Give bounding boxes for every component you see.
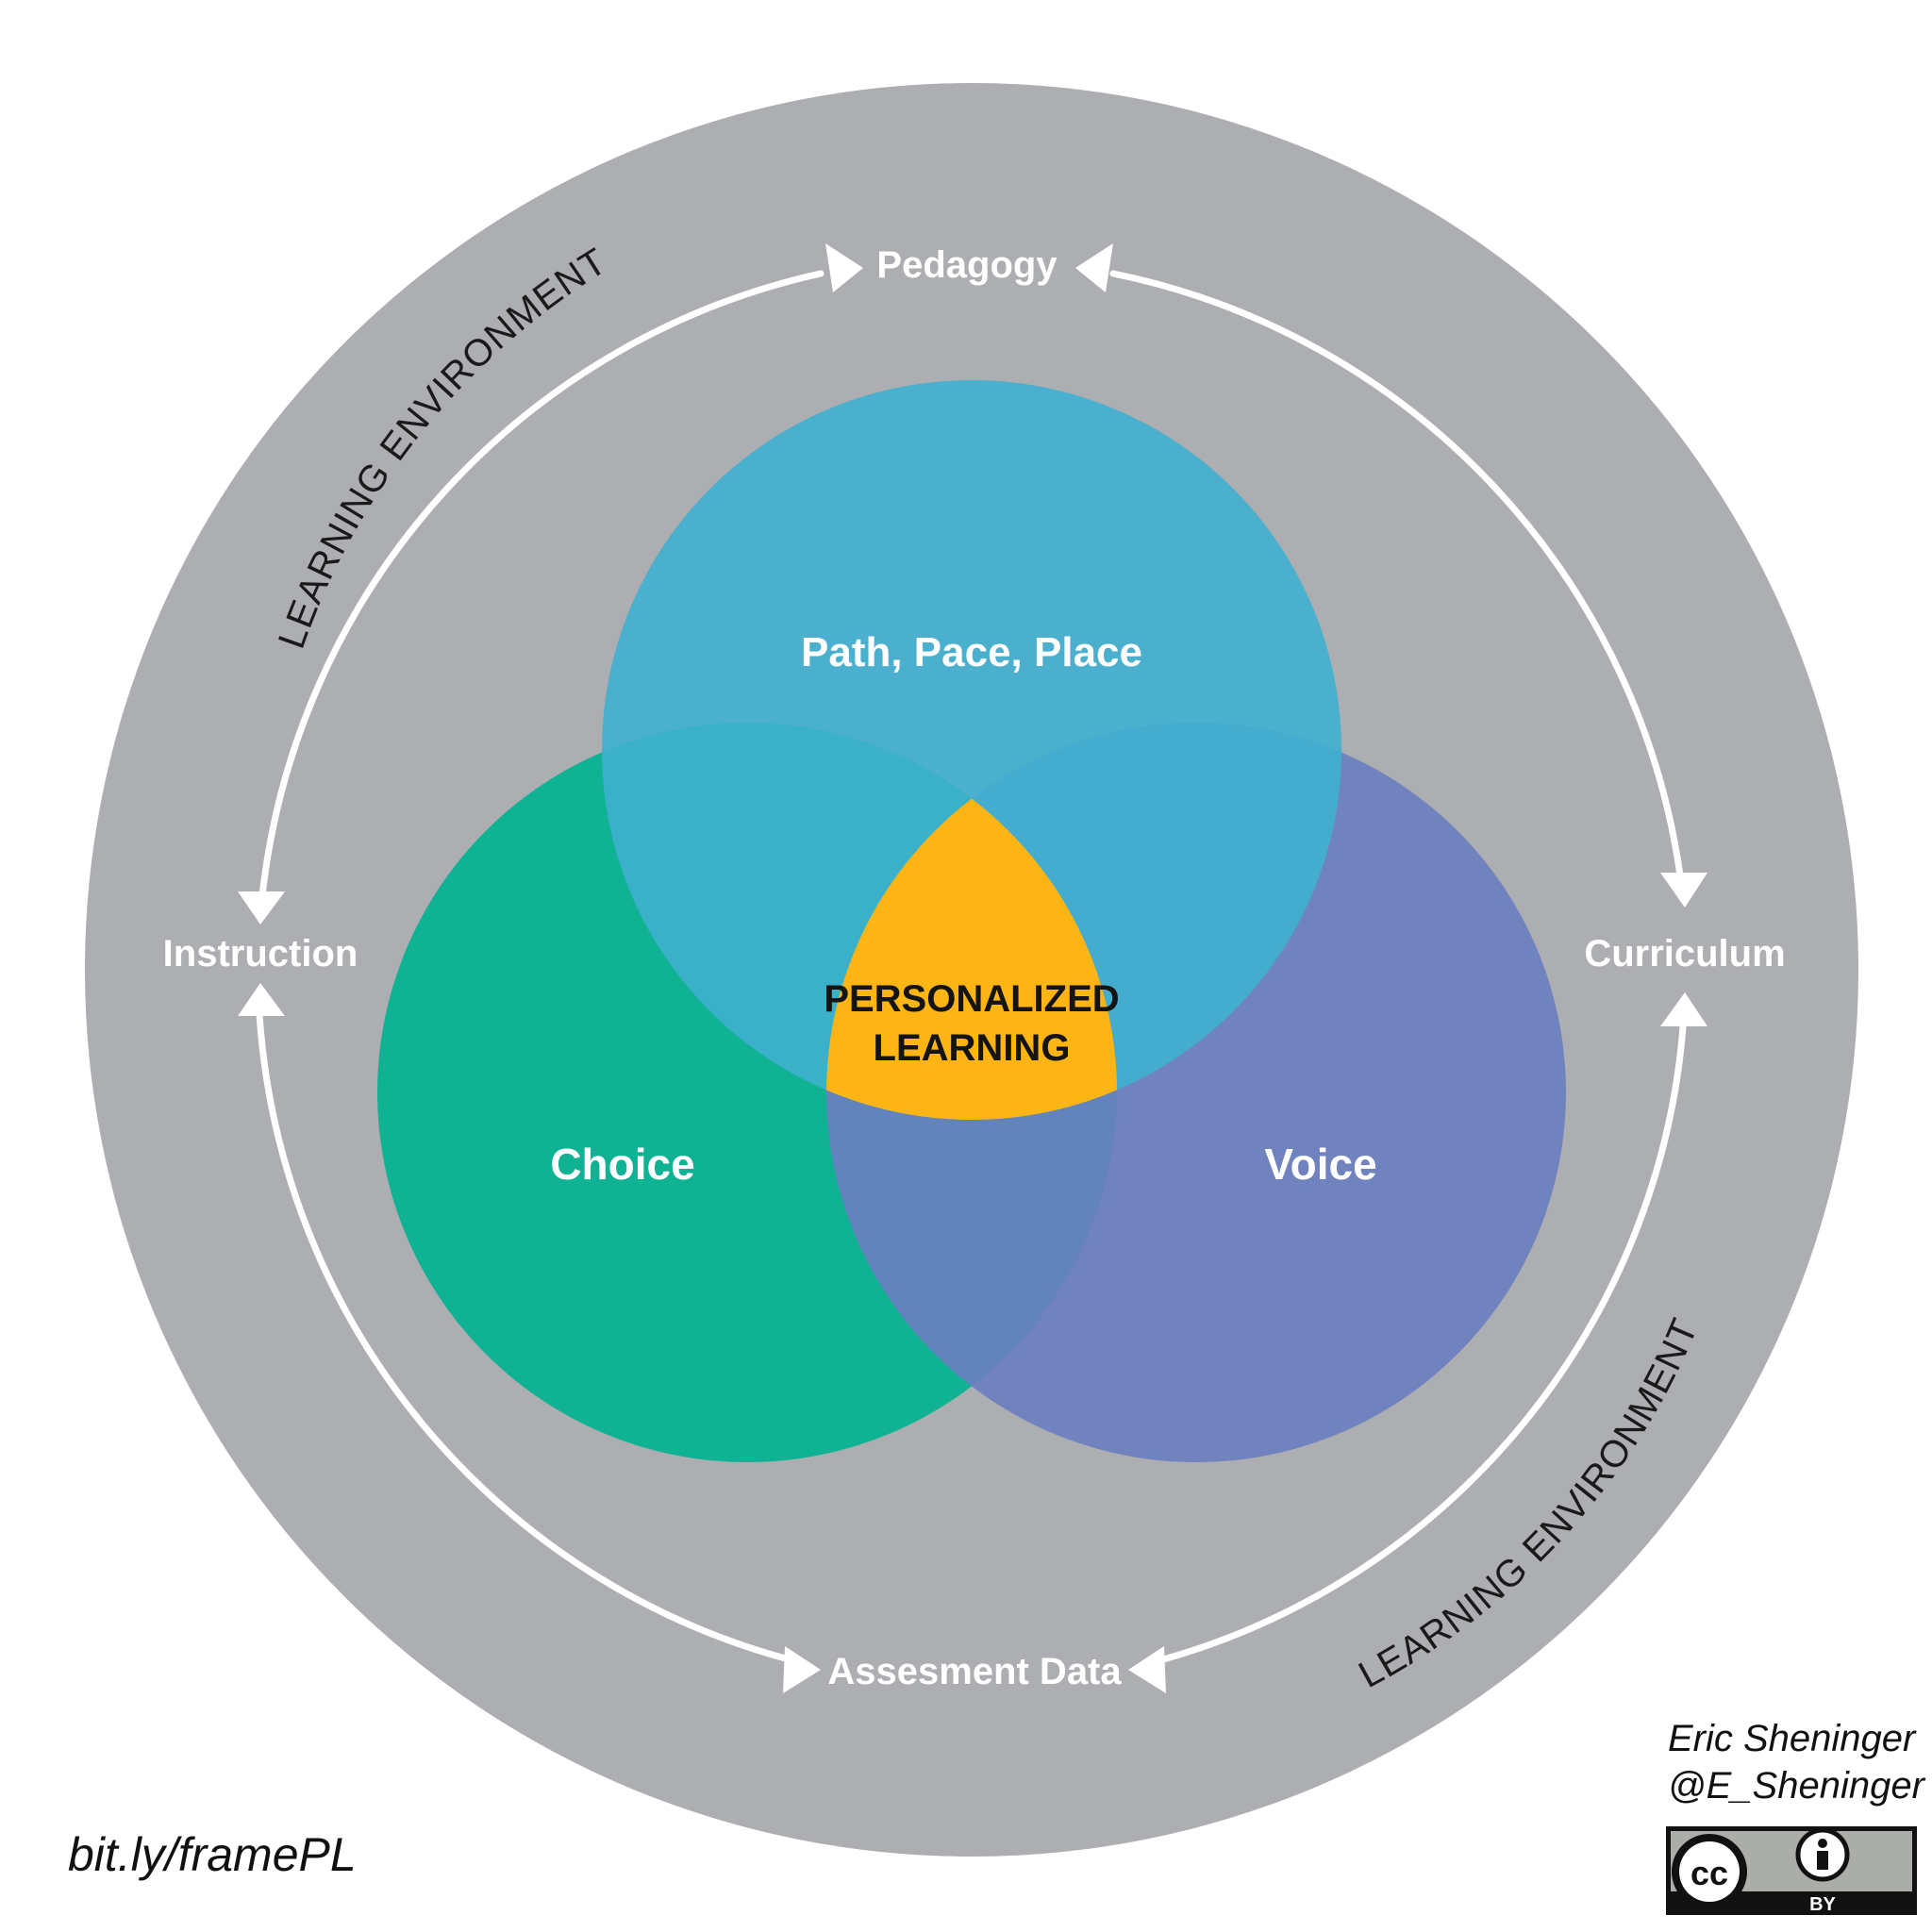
venn-center-personalized-learning bbox=[826, 723, 1117, 1120]
arrowhead-to-assessment-left bbox=[783, 1646, 821, 1693]
arrow-curriculum-assessment bbox=[1157, 1010, 1688, 1664]
author-name: Eric Sheninger bbox=[1668, 1718, 1917, 1759]
label-voice: Voice bbox=[1264, 1140, 1376, 1189]
license-by-label: BY bbox=[1809, 1894, 1836, 1915]
node-instruction: Instruction bbox=[163, 933, 358, 974]
venn-circles bbox=[377, 380, 1566, 1462]
arrow-pedagogy-instruction bbox=[258, 270, 824, 900]
node-pedagogy: Pedagogy bbox=[876, 244, 1058, 286]
license-badge: cc BY bbox=[1666, 1826, 1917, 1915]
center-label-line-2: LEARNING bbox=[874, 1027, 1071, 1069]
arrow-heads bbox=[238, 243, 1707, 1693]
arrowhead-to-pedagogy-right bbox=[1075, 243, 1113, 292]
arrow-pedagogy-curriculum bbox=[1109, 270, 1685, 886]
author-handle: @E_Sheninger bbox=[1668, 1765, 1926, 1807]
label-choice: Choice bbox=[550, 1140, 694, 1189]
footer-url: bit.ly/framePL bbox=[68, 1828, 357, 1881]
cc-icon: cc bbox=[1672, 1834, 1747, 1909]
arrowhead-to-pedagogy-left bbox=[825, 243, 863, 292]
node-assessment-data: Assesment Data bbox=[827, 1651, 1122, 1692]
arrowhead-to-assessment-right bbox=[1128, 1646, 1166, 1693]
venn-circle-path-pace-place bbox=[602, 380, 1341, 1120]
arrowhead-to-curriculum-top bbox=[1660, 873, 1707, 908]
center-label-line-1: PERSONALIZED bbox=[824, 978, 1119, 1020]
label-path-pace-place: Path, Pace, Place bbox=[801, 629, 1142, 675]
cycle-arrows bbox=[256, 270, 1688, 1664]
svg-text:cc: cc bbox=[1690, 1854, 1728, 1892]
node-curriculum: Curriculum bbox=[1584, 933, 1785, 974]
arrowhead-to-instruction-bottom bbox=[238, 983, 285, 1016]
arrowhead-to-instruction-top bbox=[238, 891, 285, 924]
arrow-instruction-assessment bbox=[256, 1010, 796, 1664]
arrowhead-to-curriculum-bottom bbox=[1660, 992, 1707, 1026]
attribution-icon bbox=[1795, 1827, 1850, 1882]
